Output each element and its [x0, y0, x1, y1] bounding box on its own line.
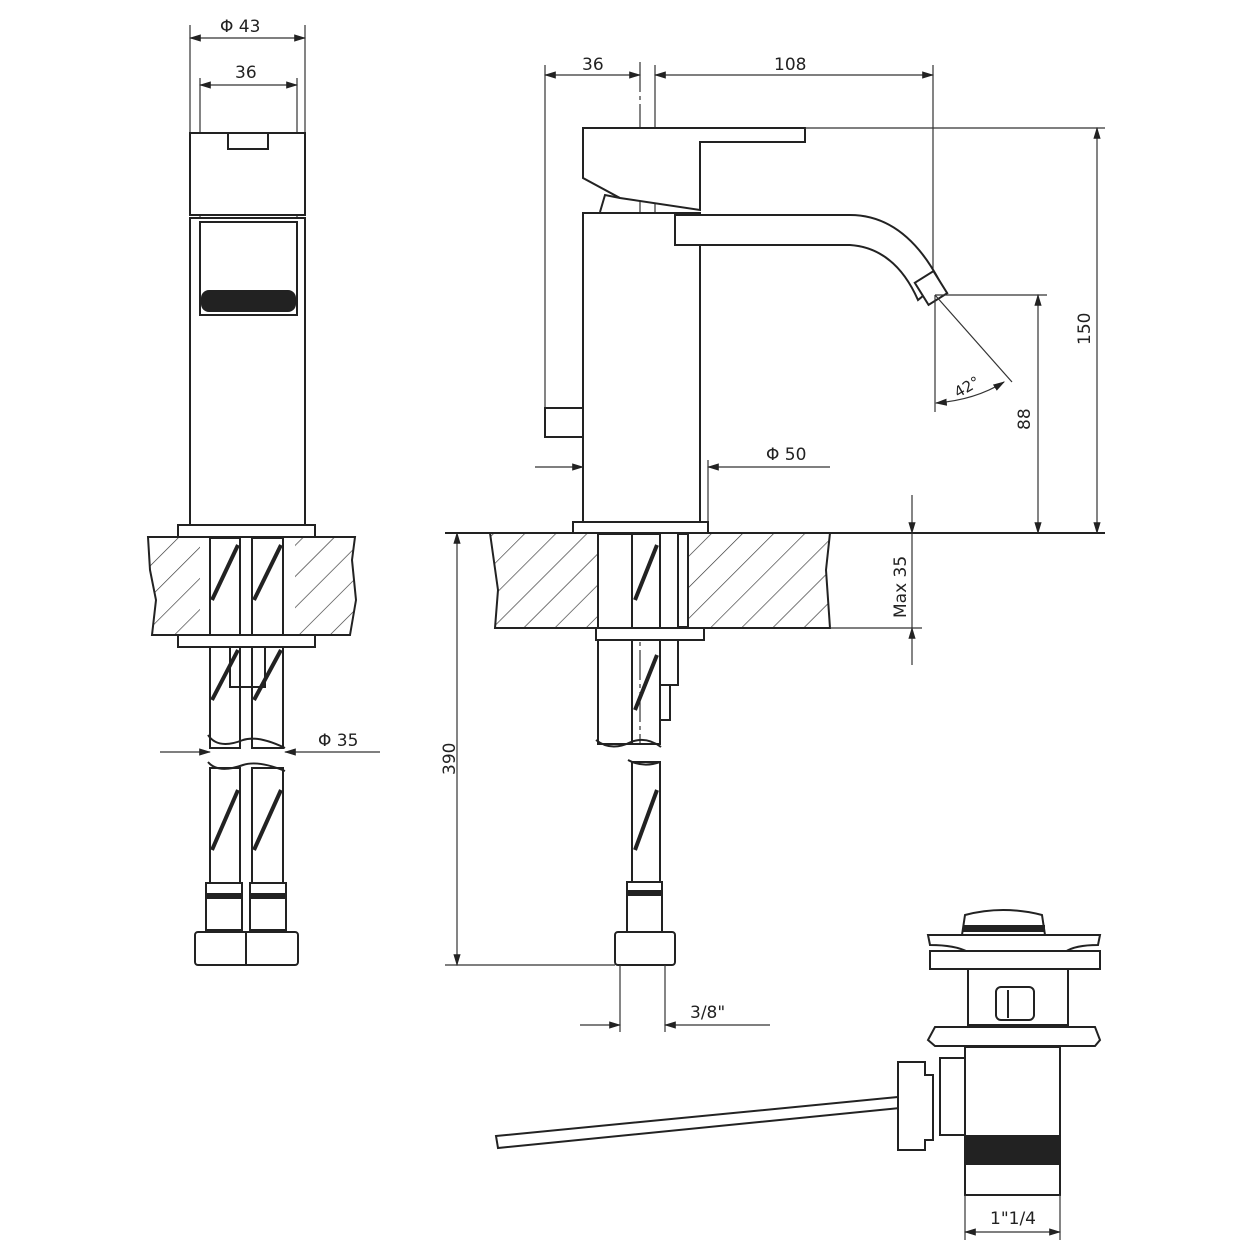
rod-nut [897, 1061, 934, 1151]
dim-front-width: 36 [235, 63, 257, 83]
dim-hose-connection: 3/8" [690, 1003, 725, 1023]
spout [674, 214, 942, 302]
side-view: 36 108 Φ 50 390 3/8" 150 88 42° Max 35 [440, 55, 1105, 1032]
hose-nut-side [614, 931, 676, 966]
popup-rod-knob [544, 407, 584, 438]
waste-flange [929, 950, 1101, 970]
waste-body [964, 1046, 1061, 1196]
dim-waste-thread: 1"1/4 [990, 1209, 1036, 1229]
front-view: Φ 43 36 Φ 35 [146, 17, 380, 966]
body-front [189, 217, 306, 526]
dim-spout-reach: 108 [774, 55, 806, 75]
dim-side-offset: 36 [582, 55, 604, 75]
lever-handle [582, 127, 806, 212]
dim-front-diameter: Φ 43 [220, 17, 260, 37]
dim-spout-angle: 42° [951, 373, 983, 402]
popup-rod [494, 1095, 902, 1150]
handle-front [189, 132, 306, 216]
popup-waste: 1"1/4 [494, 909, 1102, 1240]
body-side [582, 212, 701, 526]
aerator [201, 290, 296, 312]
dim-hole-diameter: Φ 35 [318, 731, 358, 751]
dim-max-counter: Max 35 [891, 556, 911, 618]
waste-thread [965, 1135, 1060, 1165]
dim-base-diameter: Φ 50 [766, 445, 806, 465]
dim-hose-length: 390 [440, 743, 460, 775]
dim-total-height: 150 [1075, 313, 1095, 345]
dim-spout-height: 88 [1015, 408, 1035, 430]
